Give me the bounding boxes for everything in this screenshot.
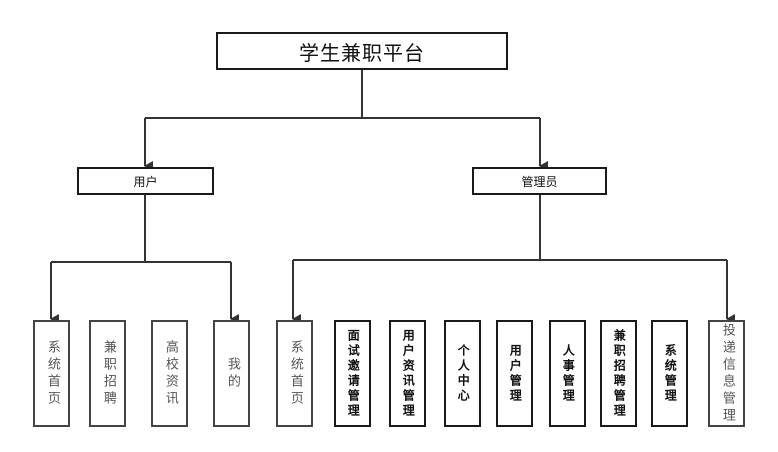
admin-label: 管理员 [521,174,558,189]
admin-leaf-label: 人事管理 [561,343,576,404]
user-leaf-system-home: 系统首页 [33,320,70,427]
user-label: 用户 [133,174,158,189]
admin-leaf-system-home: 系统首页 [276,320,313,427]
user-leaf-mine: 我的 [213,320,250,427]
user-node: 用户 [77,167,214,195]
user-leaf-part-time-jobs: 兼职招聘 [89,320,126,427]
admin-leaf-user-management: 用户管理 [496,320,533,427]
admin-node: 管理员 [472,167,607,195]
admin-leaf-label: 兼职招聘管理 [612,328,627,419]
admin-leaf-label: 用户资讯管理 [401,328,416,419]
admin-leaf-user-news: 用户资讯管理 [389,320,426,427]
user-leaf-label: 兼职招聘 [100,339,116,408]
admin-leaf-personal-center: 个人中心 [444,320,481,427]
admin-leaf-interview-invitation: 面试邀请管理 [334,320,371,427]
user-leaf-label: 高校资讯 [162,339,178,408]
admin-leaf-label: 用户管理 [508,343,523,404]
admin-leaf-label: 面试邀请管理 [346,328,361,419]
admin-leaf-label: 投递信息管理 [719,322,735,425]
root-node: 学生兼职平台 [216,32,508,70]
admin-leaf-label: 个人中心 [456,343,471,404]
admin-leaf-system-management: 系统管理 [651,320,688,427]
root-label: 学生兼职平台 [299,40,425,65]
admin-leaf-label: 系统管理 [663,343,678,404]
admin-leaf-hr-management: 人事管理 [549,320,586,427]
user-leaf-campus-news: 高校资讯 [151,320,188,427]
user-leaf-label: 系统首页 [44,339,60,408]
admin-leaf-job-recruitment: 兼职招聘管理 [600,320,637,427]
admin-leaf-delivery-info: 投递信息管理 [708,320,745,427]
user-leaf-label: 我的 [224,356,240,391]
admin-leaf-label: 系统首页 [287,339,303,408]
